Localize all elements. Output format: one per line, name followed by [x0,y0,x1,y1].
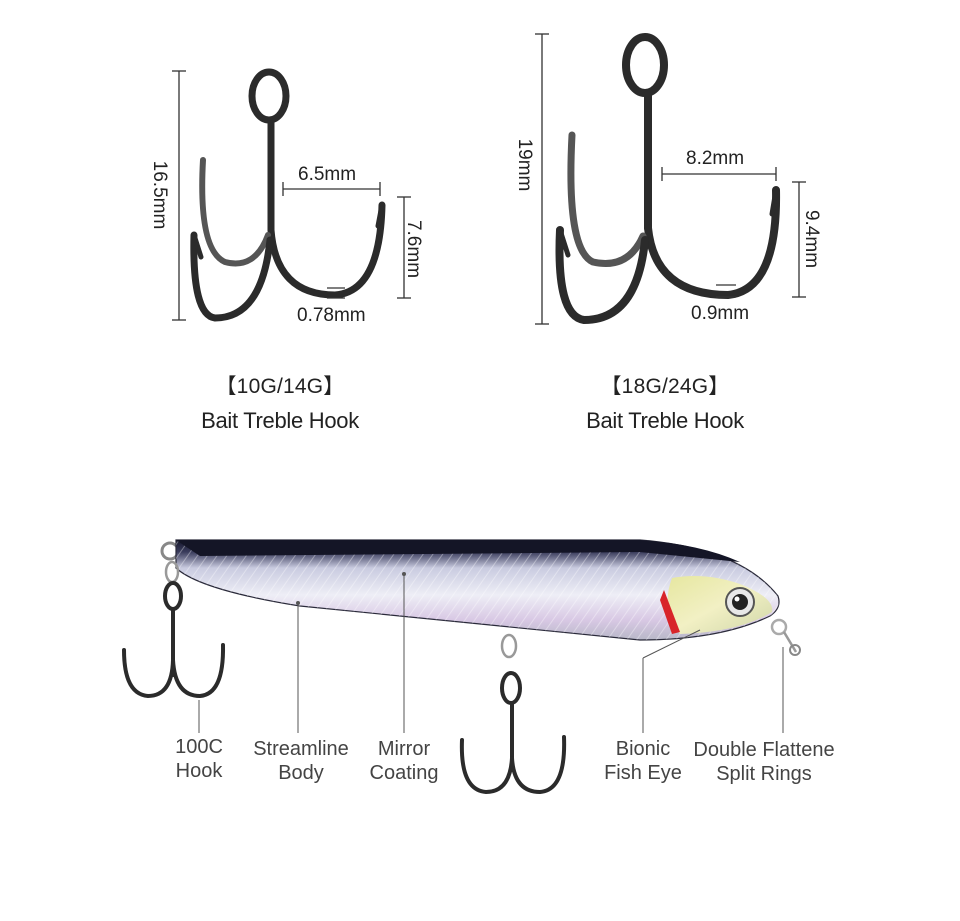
pencil-lure [160,539,801,656]
dim-gap-small: 6.5mm [298,164,357,185]
feature-coating-line2: Coating [369,762,439,784]
feature-callout-lines [198,572,784,733]
hook-caption-large: 【18G/24G】 Bait Treble Hook [545,370,785,434]
dimension-lines-large [535,33,806,325]
dim-height-large: 19mm [514,138,535,192]
dimension-lines-small [172,70,411,321]
dim-height-small: 16.5mm [149,160,170,230]
feature-hook-line1: 100C [175,736,223,758]
treble-hook-small [190,68,386,322]
feature-eye-line2: Fish Eye [604,762,682,784]
feature-split-rings-line1: Double Flattene [693,739,835,761]
feature-coating-line1: Mirror [377,738,431,760]
dim-wire-small: 0.78mm [297,305,366,326]
hook-name-small: Bait Treble Hook [201,408,359,433]
feature-hook-line2: Hook [175,760,223,782]
hook-model-large: 【18G/24G】 [600,375,730,398]
feature-body-line1: Streamline [253,738,349,760]
feature-eye: Bionic Fish Eye [596,737,690,785]
feature-coating: Mirror Coating [356,737,452,785]
dim-depth-large: 9.4mm [801,209,822,269]
feature-eye-line1: Bionic [615,738,671,760]
lure-rear-treble-hook [122,560,226,698]
feature-split-rings-line2: Split Rings [716,763,812,785]
treble-hook-large [555,33,781,324]
hook-name-large: Bait Treble Hook [586,408,744,433]
feature-split-rings: Double Flattene Split Rings [690,738,838,786]
dim-wire-large: 0.9mm [691,303,750,324]
hook-model-small: 【10G/14G】 [215,375,345,398]
dim-depth-small: 7.6mm [403,219,424,279]
feature-body-line2: Body [278,762,324,784]
feature-body: Streamline Body [244,737,358,785]
lure-belly-treble-hook [459,633,567,794]
dim-gap-large: 8.2mm [686,148,745,169]
feature-hook: 100C Hook [157,735,241,783]
hook-caption-small: 【10G/14G】 Bait Treble Hook [160,370,400,434]
